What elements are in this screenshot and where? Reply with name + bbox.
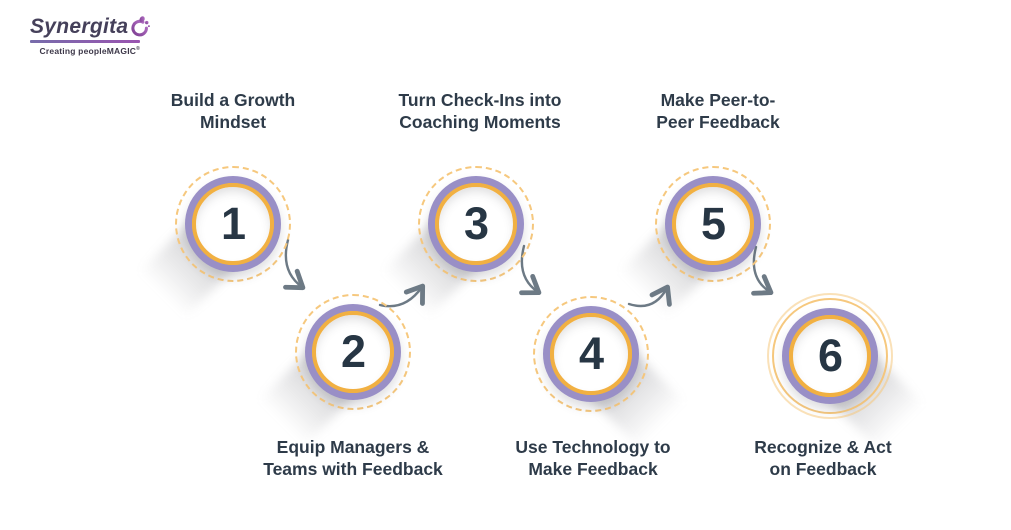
purple-ring: 3 bbox=[428, 176, 524, 272]
purple-ring: 4 bbox=[543, 306, 639, 402]
title-line: Make Feedback bbox=[528, 458, 658, 479]
registered-mark: ® bbox=[136, 45, 140, 52]
title-line: Equip Managers & bbox=[276, 437, 430, 457]
step-2-circle: 2 bbox=[295, 294, 411, 410]
step-4-number: 4 bbox=[578, 327, 604, 379]
step-6-number: 6 bbox=[817, 329, 843, 381]
purple-ring: 2 bbox=[305, 304, 401, 400]
step-4-circle: 4 bbox=[533, 296, 649, 412]
step-5-circle: 5 bbox=[655, 166, 771, 282]
purple-ring: 1 bbox=[185, 176, 281, 272]
step-1-title: Build a Growth Mindset bbox=[118, 90, 348, 133]
orange-ring: 5 bbox=[672, 183, 754, 265]
step-5-title: Make Peer-to- Peer Feedback bbox=[603, 90, 833, 133]
step-6-circle: 6 bbox=[767, 293, 893, 419]
orange-ring: 1 bbox=[192, 183, 274, 265]
step-3-number: 3 bbox=[463, 197, 489, 249]
logo-underline bbox=[30, 40, 140, 43]
logo-row: Synergita bbox=[30, 14, 151, 38]
logo-tagline: Creating peopleMAGIC® bbox=[30, 46, 140, 56]
title-line: on Feedback bbox=[769, 458, 877, 479]
title-line: Recognize & Act bbox=[754, 437, 892, 457]
step-6-title: Recognize & Act on Feedback bbox=[708, 437, 938, 480]
title-line: Coaching Moments bbox=[399, 111, 561, 132]
title-line: Build a Growth bbox=[170, 90, 296, 110]
purple-ring: 6 bbox=[782, 308, 878, 404]
title-line: Peer Feedback bbox=[656, 111, 780, 132]
title-line: Teams with Feedback bbox=[263, 458, 443, 479]
title-line: Make Peer-to- bbox=[660, 90, 776, 110]
orange-ring: 4 bbox=[550, 313, 632, 395]
orange-ring: 3 bbox=[435, 183, 517, 265]
step-1-circle: 1 bbox=[175, 166, 291, 282]
step-2-number: 2 bbox=[340, 325, 366, 377]
step-3-circle: 3 bbox=[418, 166, 534, 282]
title-line: Use Technology to bbox=[515, 437, 671, 457]
title-line: Mindset bbox=[199, 111, 267, 132]
synergita-logo: Synergita Creating peopleMAGIC® bbox=[30, 14, 151, 56]
step-1-number: 1 bbox=[220, 197, 246, 249]
logo-tagline-text: Creating peopleMAGIC bbox=[39, 45, 137, 56]
title-line: Turn Check-Ins into bbox=[398, 90, 562, 110]
step-2-title: Equip Managers & Teams with Feedback bbox=[238, 437, 468, 480]
orange-ring: 2 bbox=[312, 311, 394, 393]
step-4-title: Use Technology to Make Feedback bbox=[478, 437, 708, 480]
step-5-number: 5 bbox=[700, 197, 726, 249]
logo-brand-text: Synergita bbox=[30, 14, 129, 38]
purple-ring: 5 bbox=[665, 176, 761, 272]
step-3-title: Turn Check-Ins into Coaching Moments bbox=[365, 90, 595, 133]
arrow-1-to-2-icon bbox=[283, 238, 306, 291]
orange-ring: 6 bbox=[789, 315, 871, 397]
logo-swirl-icon bbox=[131, 16, 151, 37]
